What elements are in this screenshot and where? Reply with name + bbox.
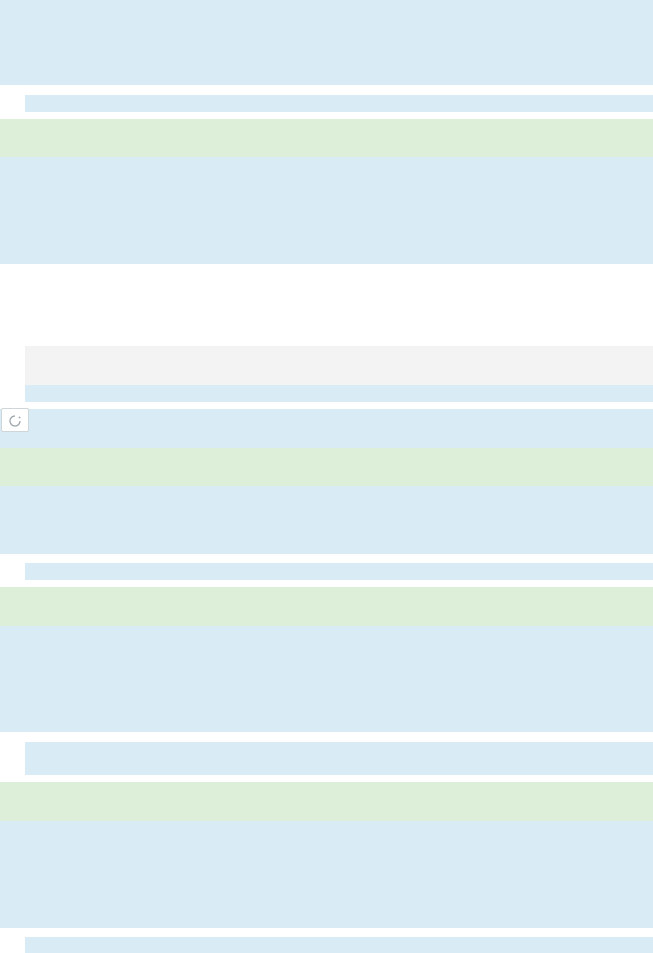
skeleton-content-block — [0, 821, 653, 928]
skeleton-text-block — [25, 742, 653, 775]
skeleton-header-bar — [0, 119, 653, 157]
loading-indicator — [1, 408, 29, 432]
skeleton-text-line — [25, 95, 653, 112]
skeleton-text-line — [25, 385, 653, 402]
skeleton-text-line — [25, 563, 653, 580]
skeleton-header-bar — [0, 587, 653, 626]
skeleton-content-block — [0, 626, 653, 732]
skeleton-content-block — [0, 486, 653, 554]
skeleton-input-field — [25, 346, 653, 385]
skeleton-content-block — [0, 0, 653, 85]
skeleton-content-row — [0, 409, 653, 448]
skeleton-header-bar — [0, 782, 653, 821]
skeleton-text-line — [25, 937, 653, 953]
skeleton-content-block — [0, 157, 653, 264]
spinner-icon — [9, 415, 21, 427]
skeleton-header-bar — [0, 448, 653, 486]
